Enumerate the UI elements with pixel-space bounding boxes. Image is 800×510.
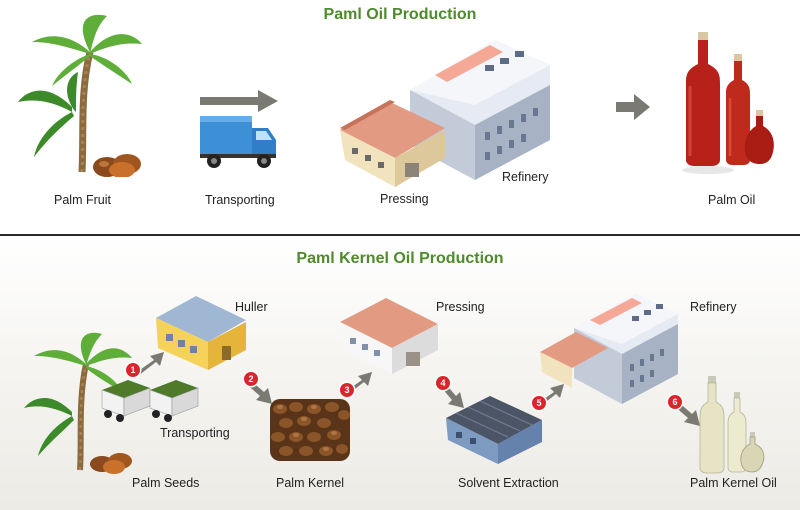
label-palm-kernel-oil: Palm Kernel Oil xyxy=(690,476,777,490)
label-pressing-top: Pressing xyxy=(380,192,429,206)
label-huller: Huller xyxy=(235,300,268,314)
seed-trucks-icon xyxy=(101,380,199,422)
palm-oil-production-title: Paml Oil Production xyxy=(323,6,477,23)
palm-oil-bottles-icon xyxy=(682,32,774,174)
label-palm-oil: Palm Oil xyxy=(708,193,756,207)
right-arrow-icon xyxy=(200,90,278,112)
label-pressing-bottom: Pressing xyxy=(436,300,485,314)
label-solvent-extraction: Solvent Extraction xyxy=(458,476,559,490)
flow-arrow-icon xyxy=(134,352,164,376)
step-badge-2: 2 xyxy=(244,372,258,386)
label-transporting: Transporting xyxy=(205,193,275,207)
palm-kernel-pile-icon xyxy=(270,399,350,461)
solvent-extraction-building-icon xyxy=(446,396,542,464)
label-transporting-bottom: Transporting xyxy=(160,426,230,440)
step-badge-6: 6 xyxy=(668,395,682,409)
right-arrow-icon xyxy=(616,94,650,120)
label-palm-kernel: Palm Kernel xyxy=(276,476,345,490)
palm-kernel-oil-production-title: Paml Kernel Oil Production xyxy=(296,250,504,267)
step-badge-3: 3 xyxy=(340,383,354,397)
pressing-building-icon xyxy=(340,298,438,374)
palm-tree-icon xyxy=(24,332,132,474)
step-badge-4: 4 xyxy=(436,376,450,390)
delivery-truck-icon xyxy=(200,116,276,168)
huller-building-icon xyxy=(156,296,246,370)
label-refinery-bottom: Refinery xyxy=(690,300,737,314)
step-badge-5: 5 xyxy=(532,396,546,410)
step-badge-1: 1 xyxy=(126,363,140,377)
refinery-building-icon xyxy=(540,294,678,404)
palm-tree-icon xyxy=(18,14,142,177)
label-palm-fruit: Palm Fruit xyxy=(54,193,111,207)
label-refinery-top: Refinery xyxy=(502,170,549,184)
palm-kernel-oil-bottles-icon xyxy=(699,376,765,474)
oil-factory-icon xyxy=(340,40,550,187)
section-divider xyxy=(0,234,800,236)
label-palm-seeds: Palm Seeds xyxy=(132,476,200,490)
